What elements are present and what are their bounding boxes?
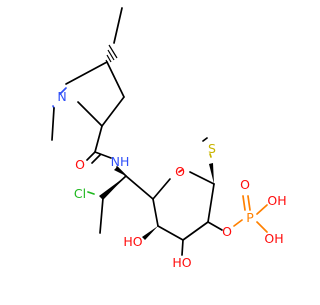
atom-nh: NH	[111, 154, 130, 169]
bond	[233, 219, 243, 227]
atom-ho-bottom: HO	[172, 255, 191, 270]
bond	[101, 96, 125, 127]
bond	[94, 151, 112, 159]
atom-oh-phosphate-bottom: OH	[264, 231, 283, 246]
bond	[116, 166, 127, 177]
bond	[242, 195, 246, 211]
atom-p: P	[246, 210, 254, 225]
molecule-diagram: N O NH Cl O S O OH O P OH HO HO	[51, 7, 287, 270]
atom-ho-left: HO	[123, 234, 142, 249]
wedge-bond	[209, 163, 214, 184]
atom-o-carbonyl: O	[75, 157, 85, 172]
bond	[182, 221, 209, 241]
bond	[65, 61, 108, 85]
bond	[125, 175, 154, 200]
bond	[157, 225, 184, 241]
atom-o-ring: O	[175, 164, 185, 179]
bond	[51, 107, 55, 141]
atom-o-phosphate-ester: O	[222, 224, 232, 239]
atom-o-phosphate-double: O	[240, 177, 250, 192]
bond	[181, 239, 184, 256]
bond	[256, 204, 268, 215]
bond	[77, 101, 103, 127]
atom-oh-phosphate-top: OH	[267, 193, 286, 208]
bond	[99, 197, 104, 234]
hashed-wedge	[105, 44, 118, 65]
bond	[94, 125, 103, 153]
bond	[247, 195, 251, 211]
bond	[256, 221, 268, 233]
bond	[207, 221, 223, 231]
wedge-bond	[142, 226, 158, 240]
wedge-bond	[99, 176, 126, 200]
atom-n: N	[57, 89, 66, 104]
bond	[87, 191, 95, 195]
bond	[91, 154, 101, 164]
atom-s: S	[208, 141, 216, 156]
bond	[207, 183, 215, 223]
bond	[202, 137, 208, 142]
bond	[86, 151, 96, 161]
bond	[106, 61, 125, 98]
structure-canvas: N O NH Cl O S O OH O P OH HO HO	[51, 7, 287, 270]
bond	[152, 198, 159, 227]
bond	[209, 153, 212, 158]
bond	[178, 169, 183, 173]
bond	[152, 178, 171, 200]
atom-cl: Cl	[74, 186, 86, 201]
bond	[59, 87, 67, 95]
bond	[113, 7, 123, 44]
bond	[189, 171, 215, 185]
